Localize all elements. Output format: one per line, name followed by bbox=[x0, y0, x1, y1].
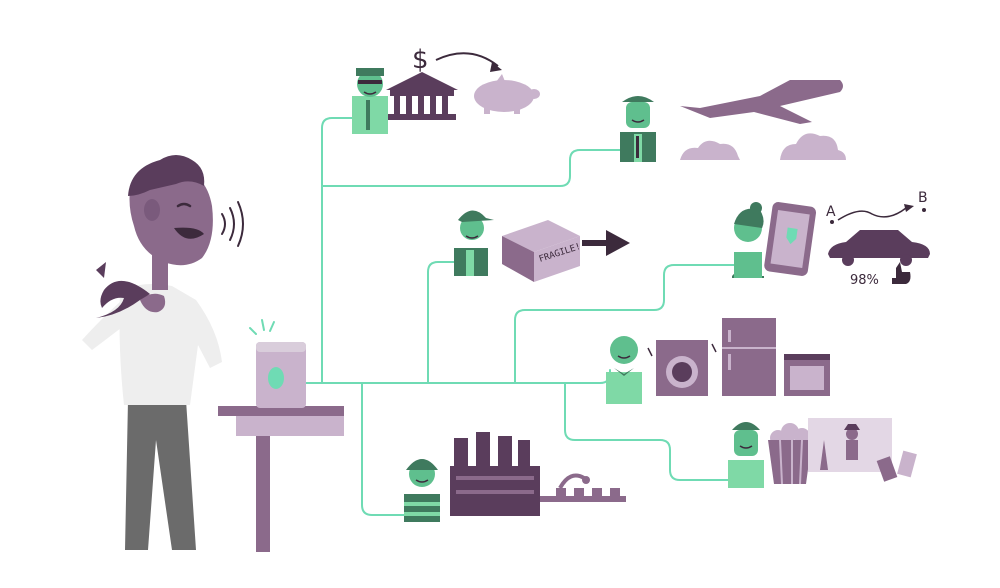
line-appliances bbox=[559, 369, 611, 384]
courier-group: FRAGILE! bbox=[454, 210, 630, 282]
man-tie bbox=[96, 280, 150, 318]
speaker-light bbox=[268, 367, 284, 389]
appliances-group bbox=[606, 318, 830, 404]
pilot-group bbox=[620, 80, 846, 162]
line-entertainment bbox=[564, 382, 729, 481]
entertainment-group bbox=[728, 418, 917, 488]
sound-waves bbox=[221, 201, 244, 247]
phone-map-icon bbox=[764, 202, 817, 276]
courier-head bbox=[460, 216, 484, 240]
banker-group: $ bbox=[352, 45, 540, 134]
table-with-speaker bbox=[218, 319, 344, 552]
line-factory bbox=[361, 382, 405, 516]
piggy-bank-icon bbox=[474, 74, 540, 114]
man-hair bbox=[128, 155, 205, 196]
fragile-box-icon: FRAGILE! bbox=[502, 220, 582, 282]
line-banker bbox=[321, 117, 353, 384]
factory-group bbox=[404, 432, 626, 522]
man-legs bbox=[125, 400, 196, 550]
man-ear bbox=[144, 199, 160, 221]
map-point-b: B bbox=[918, 190, 928, 206]
factory-building-icon bbox=[450, 432, 540, 516]
rating-text: 98% bbox=[850, 273, 879, 288]
appliance-person-head bbox=[610, 336, 638, 364]
speaker-activation-lines bbox=[249, 319, 275, 335]
fridge-icon bbox=[722, 318, 776, 396]
pilot-head bbox=[626, 102, 650, 128]
man-arm-left bbox=[82, 300, 134, 350]
route-path bbox=[837, 207, 907, 221]
man-hand bbox=[140, 293, 166, 313]
bank-building-icon bbox=[386, 72, 458, 120]
table-leg bbox=[256, 436, 270, 552]
popcorn-icon bbox=[768, 423, 812, 485]
oven-icon bbox=[784, 354, 830, 396]
entertainment-person-head bbox=[734, 430, 758, 456]
car-icon bbox=[828, 230, 930, 258]
man-tie-tip bbox=[96, 262, 106, 278]
conveyor-belt-icon bbox=[540, 473, 626, 502]
line-rideshare bbox=[514, 264, 735, 384]
hard-hat-icon bbox=[406, 459, 438, 470]
washing-machine-icon bbox=[647, 340, 717, 396]
man-head bbox=[129, 167, 213, 266]
line-courier bbox=[427, 261, 457, 384]
line-pilot bbox=[321, 149, 623, 187]
table-top-edge bbox=[236, 416, 344, 436]
man-mouth bbox=[174, 227, 204, 239]
main-man-figure bbox=[82, 155, 244, 550]
rideshare-group: A B 98% bbox=[732, 190, 930, 288]
man-shirt bbox=[119, 284, 222, 405]
table-top bbox=[218, 406, 344, 416]
dollar-sign: $ bbox=[412, 45, 429, 75]
clouds bbox=[680, 133, 846, 160]
airplane-icon bbox=[680, 80, 843, 124]
man-eye bbox=[176, 202, 192, 208]
soda-cans-icon bbox=[876, 450, 917, 482]
thumbs-up-icon bbox=[892, 262, 911, 284]
map-point-a: A bbox=[826, 204, 836, 220]
money-arrow bbox=[435, 52, 499, 67]
